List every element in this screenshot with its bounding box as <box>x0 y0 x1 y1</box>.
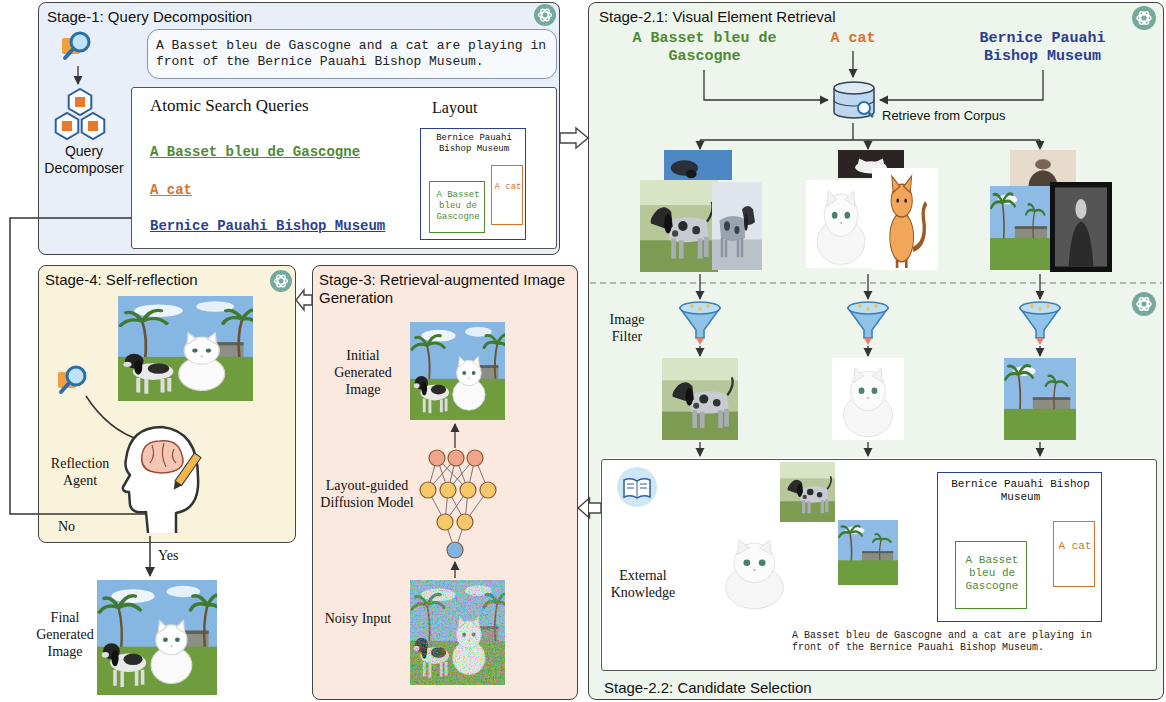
layout-region: A cat <box>491 165 523 225</box>
stage4-ground <box>38 265 296 543</box>
node-text: Stage-2.1: Visual Element Retrieval <box>599 8 979 26</box>
candidate-box: External Knowledge A Basset bleu de Gasco… <box>601 459 1157 671</box>
element-heading: Bernice Pauahi Bishop Museum <box>955 30 1130 66</box>
node-text: Initial Generated Image <box>321 348 405 398</box>
node-text: Stage-4: Self-reflection <box>45 271 265 289</box>
node-text: A Basset bleu de Gascogne <box>960 554 1024 594</box>
layout-region: A Basset bleu de Gascogne <box>955 541 1027 609</box>
node-text: A Basset bleu de Gascogne and a cat are … <box>156 38 548 69</box>
stage-panel: Stage-3: Retrieval-augmented Image Gener… <box>312 265 578 700</box>
node-text: Layout-guided Diffusion Model <box>319 478 415 512</box>
stage1-ground <box>38 2 560 255</box>
branch-label: No <box>58 519 84 536</box>
stage-panel: Stage-1: Query Decomposition A Basset ble… <box>38 2 560 255</box>
query-bubble: A Basset bleu de Gascogne and a cat are … <box>147 29 557 79</box>
node-text: A Basset bleu de Gascogne <box>433 190 483 222</box>
node-text: Bernice Pauahi Bishop Museum <box>150 218 412 235</box>
layout-region: A Basset bleu de Gascogne <box>429 181 485 233</box>
image-label: Final Generated Image <box>34 610 96 660</box>
node-text: Stage-2.2: Candidate Selection <box>604 679 924 697</box>
layout-box: Bernice Pauahi Bishop Museum A Basset ble… <box>937 472 1102 622</box>
flow-arrow <box>560 128 588 148</box>
stage-panel: Stage-2.1: Visual Element RetrievalExter… <box>588 2 1164 700</box>
node-text: A Basset bleu de Gascogne and a cat are … <box>792 630 1122 654</box>
node-text: Stage-3: Retrieval-augmented Image Gener… <box>319 271 573 307</box>
node-text: Layout <box>432 98 532 117</box>
step-label: Image Filter <box>600 312 654 346</box>
element-heading: A Basset bleu de Gascogne <box>622 30 787 66</box>
branch-label: Yes <box>158 548 190 565</box>
step-label: Retrieve from Corpus <box>882 108 1032 124</box>
stage-panel: Stage-4: Self-reflectionReflection Agent <box>38 265 296 543</box>
dashed-divider <box>590 282 1162 283</box>
flow-arrow <box>296 290 312 310</box>
element-heading: A cat <box>822 30 884 48</box>
feedback-line <box>10 218 131 514</box>
layout-region: A cat <box>1053 521 1095 587</box>
node-text: A cat <box>150 182 350 199</box>
node-text: A cat <box>1057 540 1093 553</box>
icon-label: Query Decomposer <box>36 143 132 177</box>
node-text: Noisy Input <box>323 611 393 628</box>
stage3-ground <box>312 265 578 700</box>
node-text: A Basset bleu de Gascogne <box>150 144 412 161</box>
node-text: Atomic Search Queries <box>150 96 400 116</box>
node-text: Reflection Agent <box>43 456 117 490</box>
node-text: A cat <box>494 182 522 193</box>
node-text: Bernice Pauahi Bishop Museum <box>944 478 1097 504</box>
flow-arrow <box>578 498 601 518</box>
candidate-ground <box>600 458 1156 670</box>
stage2-ground <box>588 2 1164 700</box>
layout-box: Bernice Pauahi Bishop Museum A Basset ble… <box>420 128 526 240</box>
node-text: Stage-1: Query Decomposition <box>47 8 367 26</box>
node-text: Bernice Pauahi Bishop Museum <box>425 133 523 155</box>
query-box: Atomic Search Queries A Basset bleu de Ga… <box>131 87 557 249</box>
node-text: External Knowledge <box>606 568 680 602</box>
